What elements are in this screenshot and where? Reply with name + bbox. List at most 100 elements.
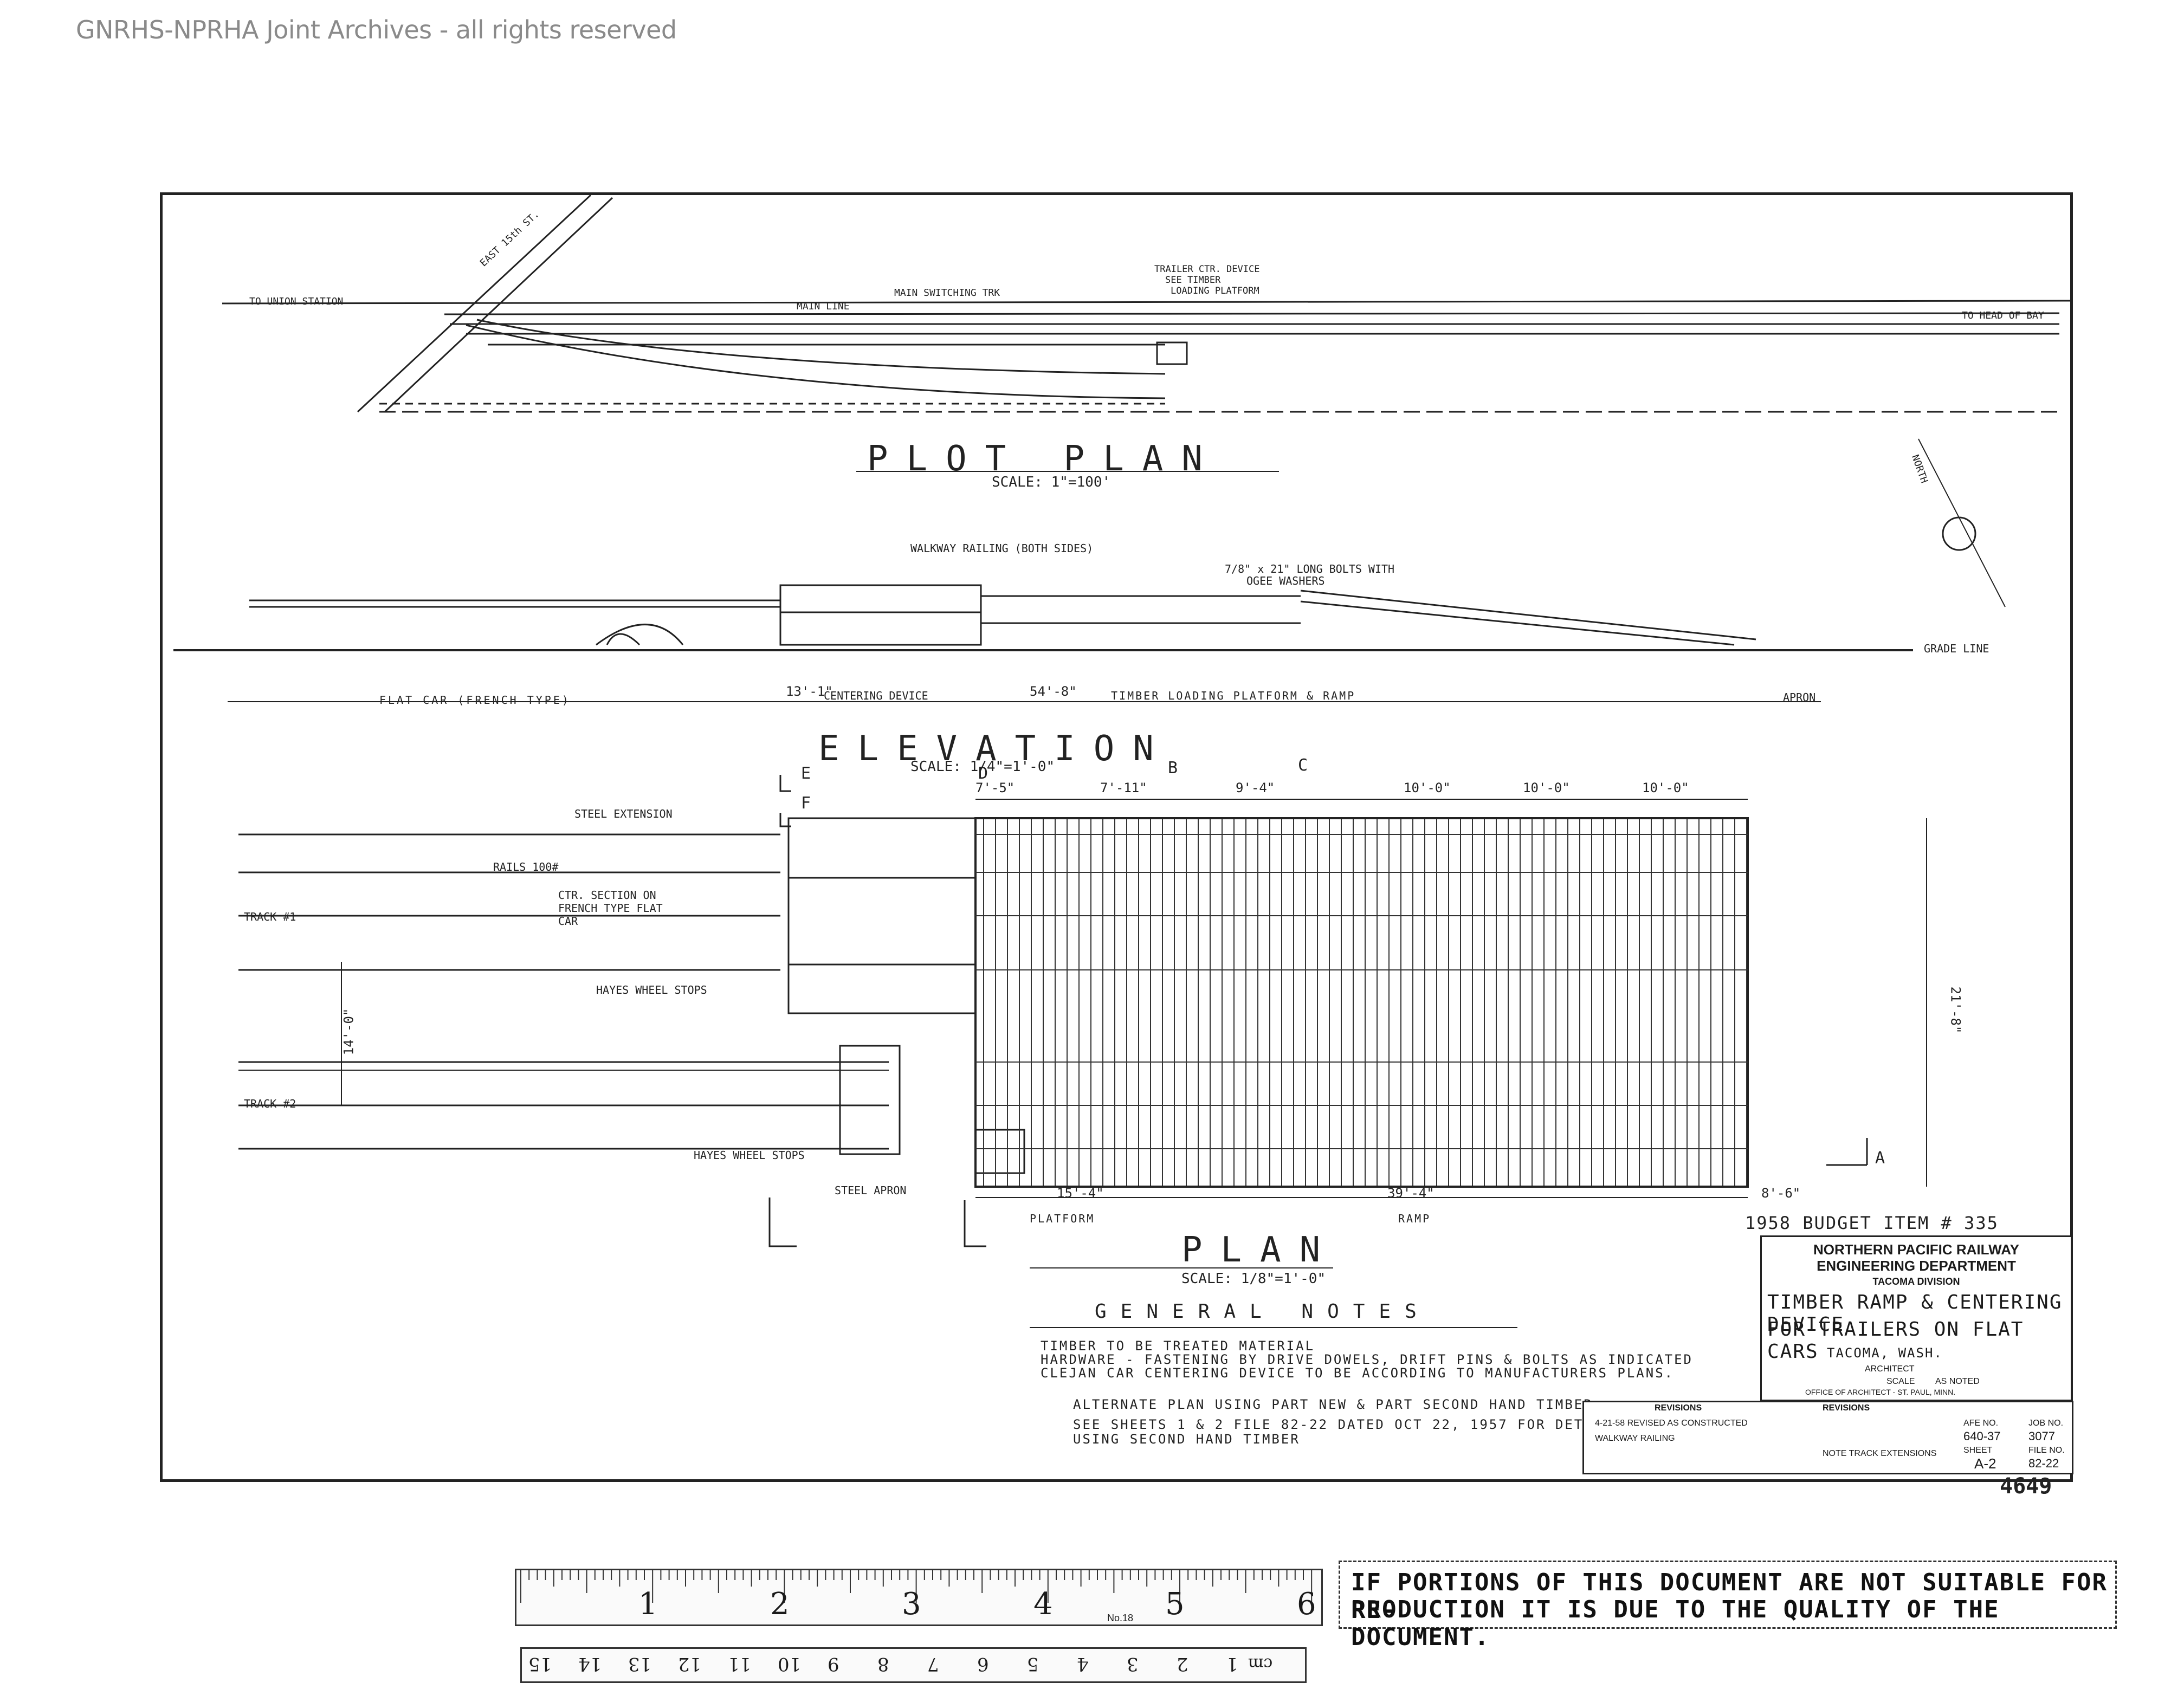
plan-dim-bottom-1: 39'-4": [1387, 1186, 1435, 1201]
tb-scale: SCALE: [1886, 1377, 1915, 1386]
ruler-inch-label: 2: [770, 1587, 790, 1622]
plot-loading-platform: [1156, 341, 1188, 365]
plan-scale: SCALE: 1/8"=1'-0": [1181, 1271, 1326, 1287]
ruler-cm-label: 3: [1127, 1653, 1139, 1675]
tb-location: TACOMA, WASH.: [1827, 1345, 1943, 1361]
cm-unit: cm: [1248, 1654, 1273, 1673]
rev-row-3: NOTE TRACK EXTENSIONS: [1823, 1449, 1937, 1458]
general-note-see-sheets-2: USING SECOND HAND TIMBER: [1073, 1432, 1300, 1447]
general-notes-title: GENERAL NOTES: [1095, 1300, 1431, 1323]
elev-label-flat-car: FLAT CAR (FRENCH TYPE): [379, 694, 571, 707]
plot-spur-track: [476, 319, 1166, 375]
stamp-line-1: IF PORTIONS OF THIS DOCUMENT ARE NOT SUI…: [1351, 1569, 2108, 1624]
tb-afe: AFE NO.: [1963, 1419, 1999, 1428]
plan-title: PLAN: [1181, 1230, 1339, 1270]
general-note-3: CLEJAN CAR CENTERING DEVICE TO BE ACCORD…: [1041, 1365, 1675, 1381]
elev-label-bolts: 7/8" x 21" LONG BOLTS WITH: [1225, 562, 1395, 575]
plan-dim-top-5: 10'-0": [1642, 780, 1689, 795]
plan-steel-apron: [974, 1129, 1025, 1174]
title-block: NORTHERN PACIFIC RAILWAY ENGINEERING DEP…: [1760, 1235, 2072, 1401]
rev-row-2: WALKWAY RAILING: [1595, 1434, 1675, 1443]
ruler-cm-label: 15: [528, 1653, 552, 1675]
plan-dim-top-1: 7'-11": [1100, 780, 1147, 795]
elev-car-wheel: [596, 624, 684, 646]
archive-watermark: GNRHS-NPRHA Joint Archives - all rights …: [76, 15, 677, 44]
plan-label-hayes-wheel-stops: HAYES WHEEL STOPS: [596, 983, 707, 996]
plan-total-width-dim: 21'-8": [1948, 986, 1963, 1034]
drawing-number: 4649: [2000, 1474, 2052, 1499]
ruler-cm-label: 2: [1177, 1653, 1188, 1675]
north-arrow: [1918, 438, 2006, 607]
ruler-cm-label: 10: [778, 1653, 802, 1675]
tb-sheet: SHEET: [1963, 1446, 1993, 1455]
ruler-cm-label: 6: [977, 1653, 989, 1675]
tb-job: JOB NO.: [2028, 1419, 2064, 1428]
section-mark-b: B: [1168, 759, 1178, 778]
tb-division: TACOMA DIVISION: [1872, 1276, 1960, 1287]
plot-label-to-union-station: TO UNION STATION: [249, 296, 344, 307]
elev-label-grade-line: GRADE LINE: [1924, 642, 1989, 655]
general-note-2: HARDWARE - FASTENING BY DRIVE DOWELS, DR…: [1041, 1352, 1693, 1367]
plan-label-ramp: RAMP: [1398, 1212, 1431, 1225]
ruler-inch-label: 1: [638, 1587, 658, 1622]
plan-label-steel-apron: STEEL APRON: [835, 1184, 907, 1197]
ruler-cm-label: 1: [1226, 1653, 1238, 1675]
plan-label-rails: RAILS 100#: [493, 860, 559, 873]
general-note-alternate: ALTERNATE PLAN USING PART NEW & PART SEC…: [1073, 1397, 1593, 1412]
section-mark-d: D: [978, 764, 988, 783]
plot-label-main-switching: MAIN SWITCHING TRK: [894, 287, 1000, 299]
section-mark-f: F: [801, 794, 811, 813]
tb-title-1: TIMBER RAMP & CENTERING DEVICE: [1767, 1291, 2063, 1336]
tb-file-value: 82-22: [2028, 1457, 2059, 1470]
plan-label-track-1: TRACK #1: [244, 910, 296, 923]
tb-revisions-header: REVISIONS: [1823, 1403, 1870, 1413]
plan-label-hayes-wheel-stops-2: HAYES WHEEL STOPS: [694, 1149, 805, 1162]
plan-dim-top-2: 9'-4": [1236, 780, 1275, 795]
tb-sheet-value: A-2: [1974, 1455, 1996, 1472]
revisions-table: REVISIONS REVISIONS 4-21-58 REVISED AS C…: [1582, 1401, 2073, 1474]
plot-label-main-line: MAIN LINE: [797, 301, 850, 312]
elev-centering-device: [779, 584, 982, 646]
ruler-model: No.18: [1107, 1613, 1134, 1623]
rev-header: REVISIONS: [1655, 1403, 1702, 1413]
ruler-inch-label: 5: [1165, 1587, 1185, 1622]
plan-dim-top-3: 10'-0": [1404, 780, 1451, 795]
section-mark-e: E: [801, 764, 811, 783]
stamp-line-2: PRODUCTION IT IS DUE TO THE QUALITY OF T…: [1351, 1596, 2000, 1651]
ruler-cm-label: 7: [927, 1653, 939, 1675]
plot-trailer-note-3: LOADING PLATFORM: [1171, 286, 1259, 296]
tb-office: OFFICE OF ARCHITECT - ST. PAUL, MINN.: [1805, 1388, 1956, 1396]
ruler-inch-label: 4: [1033, 1587, 1053, 1622]
elev-dim-2: 54'-8": [1030, 684, 1077, 699]
north-arrow-circle: [1942, 516, 1976, 551]
tb-job-value: 3077: [2028, 1429, 2055, 1443]
tb-department: ENGINEERING DEPARTMENT: [1817, 1258, 2016, 1274]
tb-afe-value: 640-37: [1963, 1429, 2001, 1443]
plot-plan-title: PLOT PLAN: [867, 439, 1221, 479]
ruler-cm-label: 14: [578, 1653, 602, 1675]
ruler-cm-label: 12: [678, 1653, 702, 1675]
drawing-sheet-border: [160, 192, 2073, 1482]
rev-row-1: 4-21-58 REVISED AS CONSTRUCTED: [1595, 1419, 1748, 1428]
plan-wheel-stop: [839, 1045, 901, 1155]
plan-label-steel-extension: STEEL EXTENSION: [574, 807, 673, 820]
tb-scale-value: AS NOTED: [1935, 1377, 1980, 1386]
section-mark-a: A: [1875, 1149, 1885, 1168]
plot-trailer-note-1: TRAILER CTR. DEVICE: [1154, 264, 1260, 275]
ruler-cm-label: 8: [877, 1653, 889, 1675]
quality-stamp: IF PORTIONS OF THIS DOCUMENT ARE NOT SUI…: [1339, 1561, 2117, 1651]
plan-width-dim: 14'-0": [341, 1008, 357, 1056]
ruler-inch-label: 6: [1297, 1587, 1316, 1622]
plan-dim-top-0: 7'-5": [975, 780, 1015, 795]
elevation-scale: SCALE: 1/4"=1'-0": [910, 759, 1055, 775]
ruler-cm-label: 9: [828, 1653, 839, 1675]
plan-dim-bottom-0: 15'-4": [1057, 1186, 1104, 1201]
plan-dim-top-4: 10'-0": [1523, 780, 1570, 795]
elev-label-platform-ramp: TIMBER LOADING PLATFORM & RAMP: [1111, 689, 1356, 702]
elev-label-walkway: WALKWAY RAILING (BOTH SIDES): [910, 542, 1094, 555]
elev-label-centering: CENTERING DEVICE: [824, 689, 928, 702]
budget-item: 1958 BUDGET ITEM # 335: [1745, 1213, 1999, 1233]
